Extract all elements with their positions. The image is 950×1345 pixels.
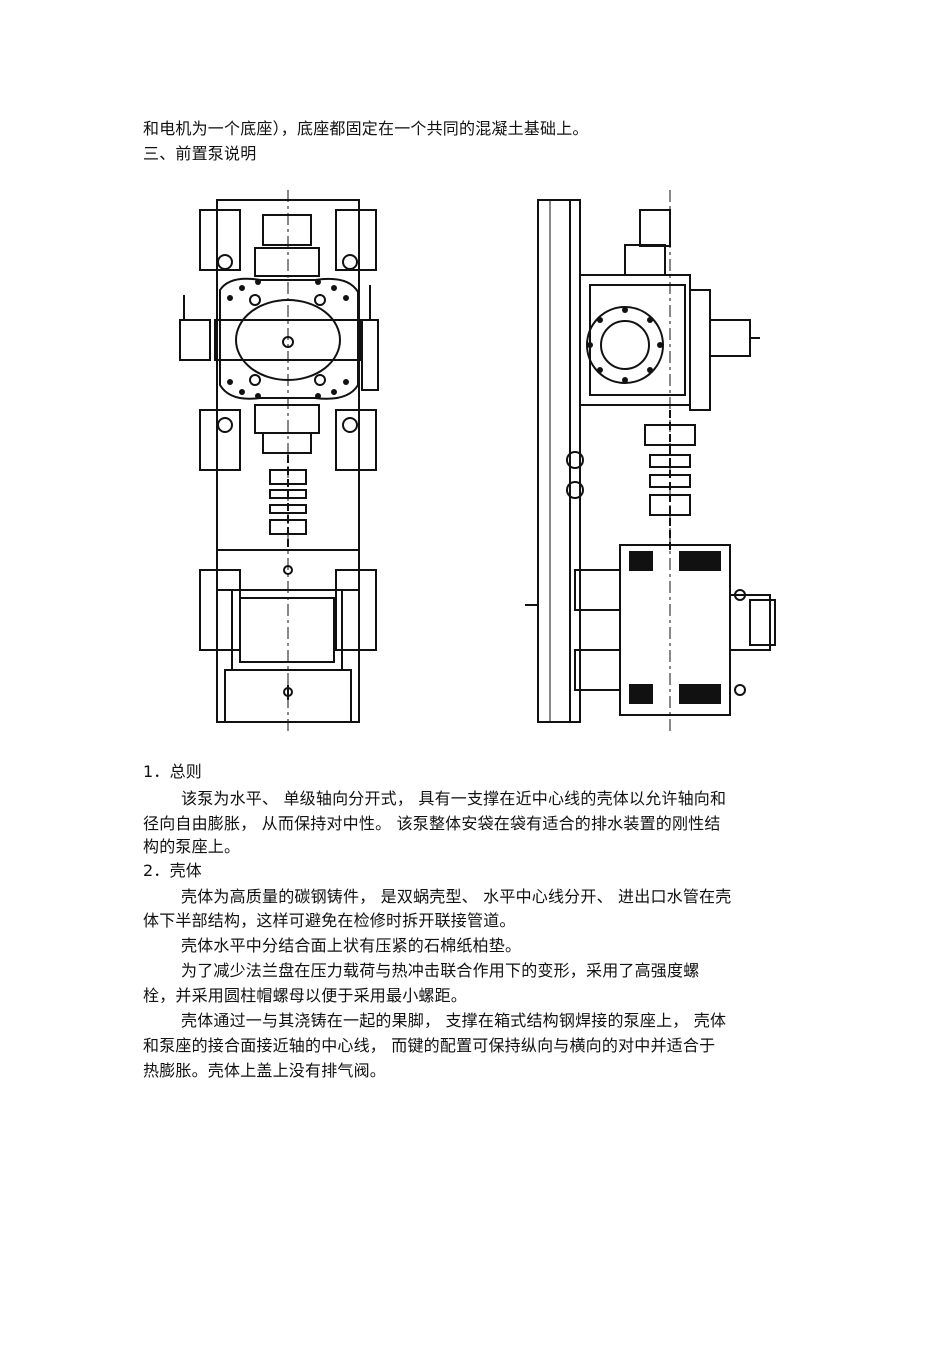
section-2-heading: 2．壳体 [143,861,202,880]
side-view-drawing [525,190,776,735]
paragraph-line: 体下半部结构，这样可避免在检修时拆开联接管道。 [143,911,516,930]
paragraph-line: 热膨胀。壳体上盖上没有排气阀。 [143,1061,387,1080]
paragraph-line: 栓，并采用圆柱帽螺母以便于采用最小螺距。 [143,986,468,1005]
paragraph-line: 为了减少法兰盘在压力载荷与热冲击联合作用下的变形，采用了高强度螺 [181,961,700,980]
paragraph-line: 该泵为水平、 单级轴向分开式， 具有一支撑在近中心线的壳体以允许轴向和 [181,789,727,808]
paragraph-line: 壳体为高质量的碳钢铸件， 是双蜗壳型、 水平中心线分开、 进出口水管在壳 [181,887,732,906]
paragraph-line: 构的泵座上。 [143,837,241,856]
section-heading: 三、前置泵说明 [143,144,257,163]
pump-assembly-drawing [170,180,810,755]
plan-view-drawing [179,190,379,735]
intro-line: 和电机为一个底座），底座都固定在一个共同的混凝土基础上。 [143,119,589,138]
paragraph-line: 壳体通过一与其浇铸在一起的果脚， 支撑在箱式结构钢焊接的泵座上， 壳体 [181,1011,727,1030]
section-1-heading: 1．总则 [143,762,202,781]
paragraph-line: 和泵座的接合面接近轴的中心线， 而键的配置可保持纵向与横向的对中并适合于 [143,1036,716,1055]
paragraph-line: 壳体水平中分结合面上状有压紧的石棉纸柏垫。 [181,936,522,955]
paragraph-line: 径向自由膨胀， 从而保持对中性。 该泵整体安袋在袋有适合的排水装置的刚性结 [143,814,721,833]
